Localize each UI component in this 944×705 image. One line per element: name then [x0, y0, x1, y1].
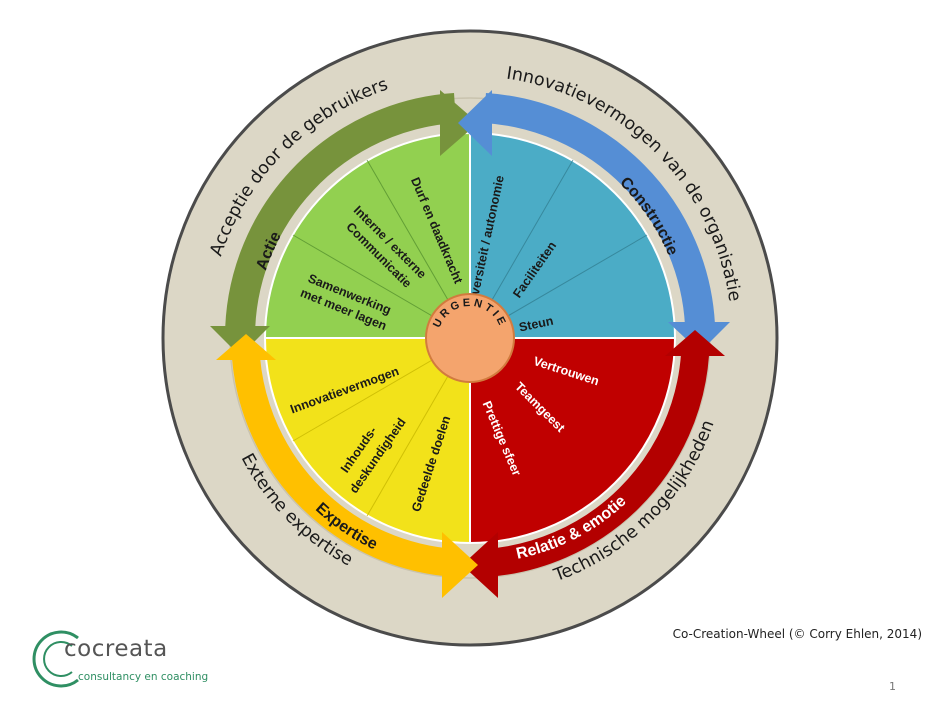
quadrant-relatie [469, 337, 677, 545]
arrow-expertise [216, 334, 478, 598]
cocreata-logo-icon [32, 630, 79, 688]
quadrant-expertise [263, 337, 471, 545]
quadrant-constructie [469, 131, 677, 339]
logo-name: cocreata [64, 636, 168, 662]
arrow-relatie [462, 330, 725, 598]
page-number: 1 [889, 680, 896, 693]
cocreata-logo: cocreata consultancy en coaching [28, 628, 228, 688]
copyright-credit: Co-Creation-Wheel (© Corry Ehlen, 2014) [672, 627, 922, 641]
logo-tagline: consultancy en coaching [78, 671, 209, 683]
quadrant-actie [263, 131, 471, 339]
center-circle [425, 293, 515, 383]
